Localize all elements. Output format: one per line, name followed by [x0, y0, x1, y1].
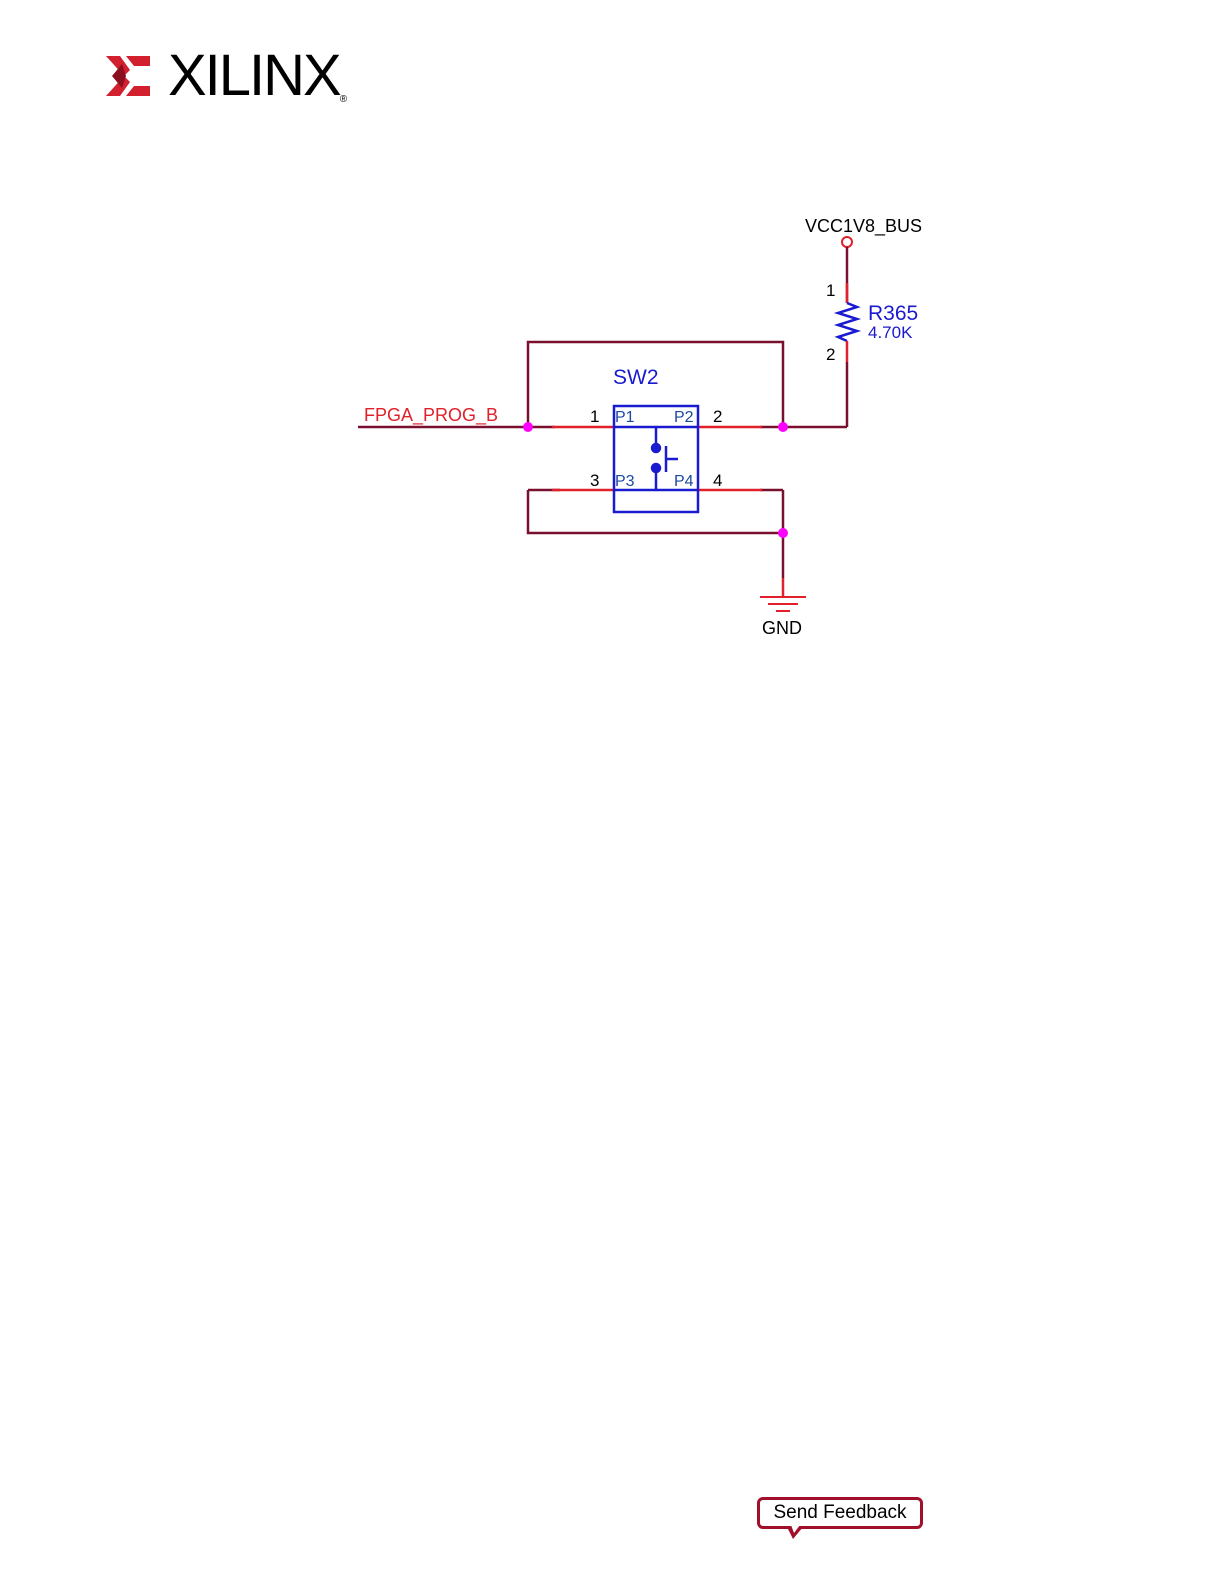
switch-pin1-name: P1 — [615, 409, 635, 426]
resistor-ref: R365 — [868, 302, 918, 325]
ground-symbol — [760, 597, 806, 611]
net-wires — [358, 342, 847, 578]
switch-pin3-number: 3 — [590, 471, 599, 490]
power-net-label: VCC1V8_BUS — [805, 216, 922, 237]
ground-net-label: GND — [762, 618, 802, 638]
switch-pin4-number: 4 — [713, 471, 722, 490]
switch-ref: SW2 — [613, 366, 659, 389]
resistor-pin1-number: 1 — [826, 281, 835, 300]
switch-pin1-number: 1 — [590, 407, 599, 426]
send-feedback-button[interactable]: Send Feedback — [757, 1497, 923, 1529]
power-symbol — [842, 237, 852, 247]
resistor-pin2-number: 2 — [826, 345, 835, 364]
switch-pin2-name: P2 — [674, 409, 694, 426]
switch-pin3-name: P3 — [615, 473, 635, 490]
resistor-value: 4.70K — [868, 323, 913, 342]
signal-net-label: FPGA_PROG_B — [364, 405, 498, 426]
resistor-body — [838, 303, 857, 341]
switch-pin2-number: 2 — [713, 407, 722, 426]
switch-pin4-name: P4 — [674, 473, 694, 490]
